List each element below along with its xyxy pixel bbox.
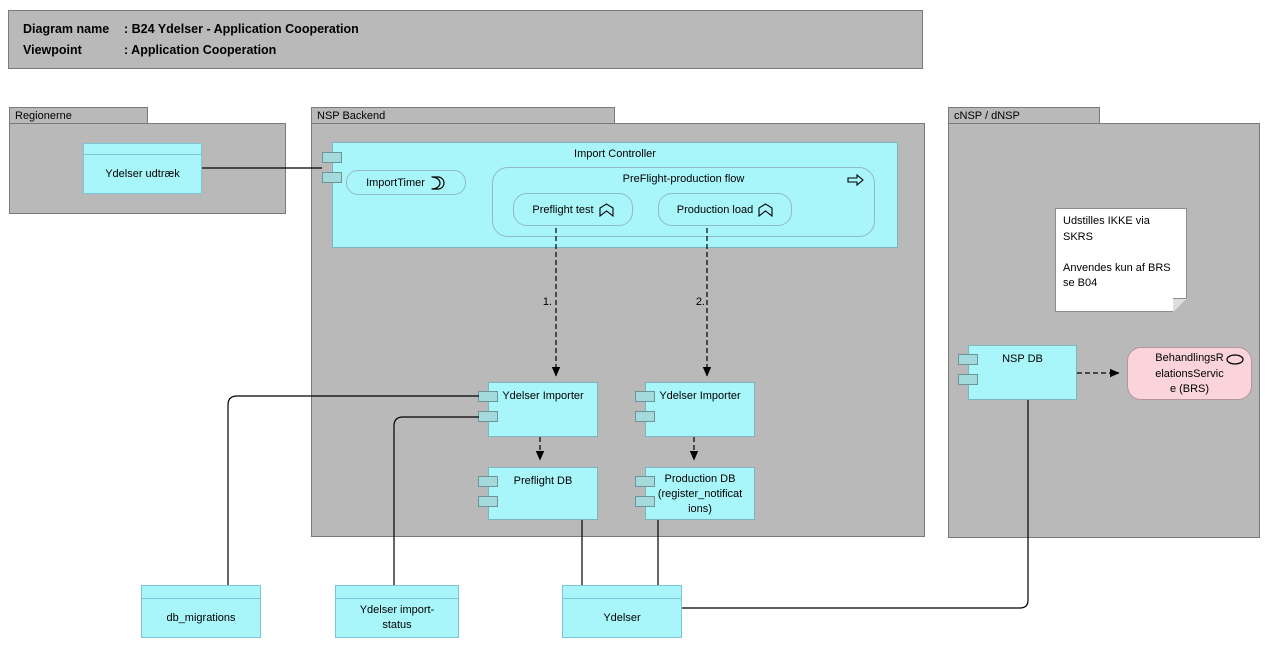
connector-importer-to-ydelser-import-status[interactable]	[393, 416, 479, 585]
group-label: cNSP / dNSP	[954, 110, 1020, 122]
component-port-icon	[322, 152, 342, 163]
function-label: Production load	[676, 203, 754, 216]
dataobject-ydelser-udtraek[interactable]: Ydelser udtræk	[83, 143, 202, 194]
group-tab-cnsp-dnsp[interactable]: cNSP / dNSP	[948, 107, 1100, 124]
dataobject-label: db_migrations	[166, 611, 236, 624]
component-ydelser-importer-right[interactable]: Ydelser Importer	[645, 382, 755, 437]
function-label: Preflight test	[532, 203, 594, 216]
process-label: PreFlight-production flow	[622, 173, 745, 185]
component-label: Import Controller	[574, 148, 656, 160]
connector-importer-to-db-migrations[interactable]	[227, 395, 479, 585]
service-label: BehandlingsR elationsServic e (BRS)	[1155, 352, 1224, 395]
component-label: NSP DB	[1002, 353, 1043, 365]
component-port-icon	[958, 374, 978, 385]
function-preflight-test[interactable]: Preflight test	[513, 193, 633, 226]
process-arrow-icon	[847, 174, 864, 186]
dataobject-band	[336, 586, 458, 599]
component-port-icon	[635, 496, 655, 507]
function-chevron-icon	[758, 202, 773, 217]
component-label: Preflight DB	[513, 475, 573, 487]
component-port-icon	[478, 411, 498, 422]
application-event-icon	[430, 175, 446, 190]
component-port-icon	[322, 172, 342, 183]
group-label: Regionerne	[15, 110, 72, 122]
component-production-db[interactable]: Production DB (register_notificat ions)	[645, 467, 755, 520]
component-port-icon	[635, 411, 655, 422]
connector-nsp-db-to-ydelser[interactable]	[682, 400, 1029, 609]
diagram-title-box[interactable]: Diagram name : B24 Ydelser - Application …	[8, 10, 923, 69]
dataobject-label: Ydelser	[603, 611, 641, 624]
dataobject-band	[142, 586, 260, 599]
component-label: Ydelser Importer	[502, 390, 584, 402]
edge-label-step-2: 2.	[695, 296, 705, 308]
service-brs[interactable]: BehandlingsR elationsServic e (BRS)	[1127, 347, 1252, 400]
event-import-timer[interactable]: ImportTimer	[346, 170, 466, 195]
component-label: Production DB (register_notificat ions)	[657, 473, 743, 515]
group-body-cnsp-dnsp[interactable]	[948, 123, 1260, 538]
component-nsp-db[interactable]: NSP DB	[968, 345, 1077, 400]
dataobject-label: Ydelser import- status	[359, 604, 435, 631]
component-port-icon	[958, 354, 978, 365]
component-label: Ydelser Importer	[659, 390, 741, 402]
dataobject-ydelser[interactable]: Ydelser	[562, 585, 682, 638]
title-row-diagram-name: Diagram name : B24 Ydelser - Application …	[23, 19, 922, 40]
group-tab-regionerne[interactable]: Regionerne	[9, 107, 148, 124]
event-label: ImportTimer	[366, 176, 425, 189]
edge-label-step-1: 1.	[542, 296, 552, 308]
function-production-load[interactable]: Production load	[658, 193, 792, 226]
title-row-viewpoint: Viewpoint : Application Cooperation	[23, 40, 922, 61]
dataobject-band	[84, 144, 201, 155]
function-chevron-icon	[599, 202, 614, 217]
note-skrs[interactable]: Udstilles IKKE via SKRS Anvendes kun af …	[1055, 208, 1187, 312]
service-oval-icon	[1226, 354, 1244, 365]
component-port-icon	[478, 496, 498, 507]
component-port-icon	[635, 391, 655, 402]
title-label: Diagram name	[23, 22, 110, 36]
group-tab-nsp-backend[interactable]: NSP Backend	[311, 107, 615, 124]
title-value: : B24 Ydelser - Application Cooperation	[124, 22, 359, 36]
component-preflight-db[interactable]: Preflight DB	[488, 467, 598, 520]
dataobject-db-migrations[interactable]: db_migrations	[141, 585, 261, 638]
component-port-icon	[478, 391, 498, 402]
component-ydelser-importer-left[interactable]: Ydelser Importer	[488, 382, 598, 437]
title-value: : Application Cooperation	[124, 43, 277, 57]
component-port-icon	[478, 476, 498, 487]
dataobject-label: Ydelser udtræk	[105, 167, 180, 180]
title-label: Viewpoint	[23, 43, 82, 57]
dataobject-band	[563, 586, 681, 599]
dataobject-ydelser-import-status[interactable]: Ydelser import- status	[335, 585, 459, 638]
component-port-icon	[635, 476, 655, 487]
group-label: NSP Backend	[317, 110, 386, 122]
